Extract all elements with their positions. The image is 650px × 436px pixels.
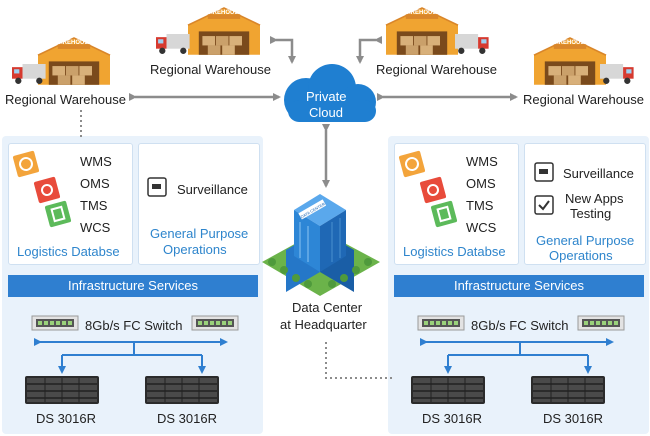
left-logistics-label: Logistics Databse [17,244,120,259]
left-wms-icon [12,150,40,178]
left-system-oms: OMS [80,176,110,191]
right-general-item-surveillance: Surveillance [563,166,634,181]
right-general-label-line2: Operations [549,248,613,263]
regional-warehouse-label-top-left: Regional Warehouse [150,62,271,77]
left-surveillance-icon [147,177,167,197]
right-storage-icon-a [410,375,486,405]
truck-top-right-icon [455,34,489,54]
warehouse-cloud-links [129,36,518,188]
right-fc-switch-icon-b [577,315,625,331]
right-infrastructure-bar: Infrastructure Services [394,275,644,297]
right-storage-icon-b [530,375,606,405]
right-tms-icon [430,200,458,228]
right-switch-label: 8Gb/s FC Switch [471,318,569,333]
left-general-item-surveillance: Surveillance [177,182,248,197]
right-new-apps-check-icon [534,195,554,215]
private-cloud-label-line1: Private [306,89,347,104]
left-tms-icon [44,200,72,228]
left-storage-icon-b [144,375,220,405]
regional-warehouse-label-top-right: Regional Warehouse [376,62,497,77]
truck-top-left-icon [156,34,190,54]
left-storage-label-a: DS 3016R [36,411,96,426]
right-switch-links [420,338,614,374]
data-center-label-line1: Data Center [292,300,363,315]
warehouse-sign: WAREHOUSE [401,10,441,16]
data-center-building-icon: DATA CENTER [262,194,380,296]
right-surveillance-icon [534,162,554,182]
left-system-wcs: WCS [80,220,111,235]
left-switch-links [34,338,228,374]
right-system-wms: WMS [466,154,498,169]
regional-warehouse-label-mid-right: Regional Warehouse [523,92,644,107]
right-system-wcs: WCS [466,220,497,235]
warehouse-sign: WAREHOUSE [549,40,589,46]
private-cloud-icon [284,64,376,122]
right-wms-icon [398,150,426,178]
left-fc-switch-icon-b [191,315,239,331]
left-storage-label-b: DS 3016R [157,411,217,426]
left-system-tms: TMS [80,198,108,213]
right-system-tms: TMS [466,198,494,213]
right-storage-label-b: DS 3016R [543,411,603,426]
left-fc-switch-icon-a [31,315,79,331]
left-general-card [138,143,260,265]
right-logistics-label: Logistics Databse [403,244,506,259]
warehouse-sign: WAREHOUSE [53,40,93,46]
regional-warehouse-label-mid-left: Regional Warehouse [5,92,126,107]
right-fc-switch-icon-a [417,315,465,331]
right-system-oms: OMS [466,176,496,191]
left-general-label-line1: General Purpose [150,226,249,241]
left-general-label-line2: Operations [163,242,227,257]
right-dotted-connector [325,342,394,379]
right-general-item-testing: Testing [570,206,612,221]
left-switch-label: 8Gb/s FC Switch [85,318,183,333]
right-general-label-line1: General Purpose [536,233,635,248]
private-cloud-label-line2: Cloud [309,105,343,120]
left-system-wms: WMS [80,154,112,169]
left-storage-icon-a [24,375,100,405]
right-storage-label-a: DS 3016R [422,411,482,426]
right-general-item-new-apps: New Apps [565,191,624,206]
left-oms-icon [33,176,61,204]
right-oms-icon [419,176,447,204]
truck-mid-right-icon [600,64,634,84]
warehouse-sign: WAREHOUSE [203,10,243,16]
data-center-label-line2: at Headquarter [280,317,367,332]
left-infrastructure-bar: Infrastructure Services [8,275,258,297]
truck-mid-left-icon [12,64,46,84]
